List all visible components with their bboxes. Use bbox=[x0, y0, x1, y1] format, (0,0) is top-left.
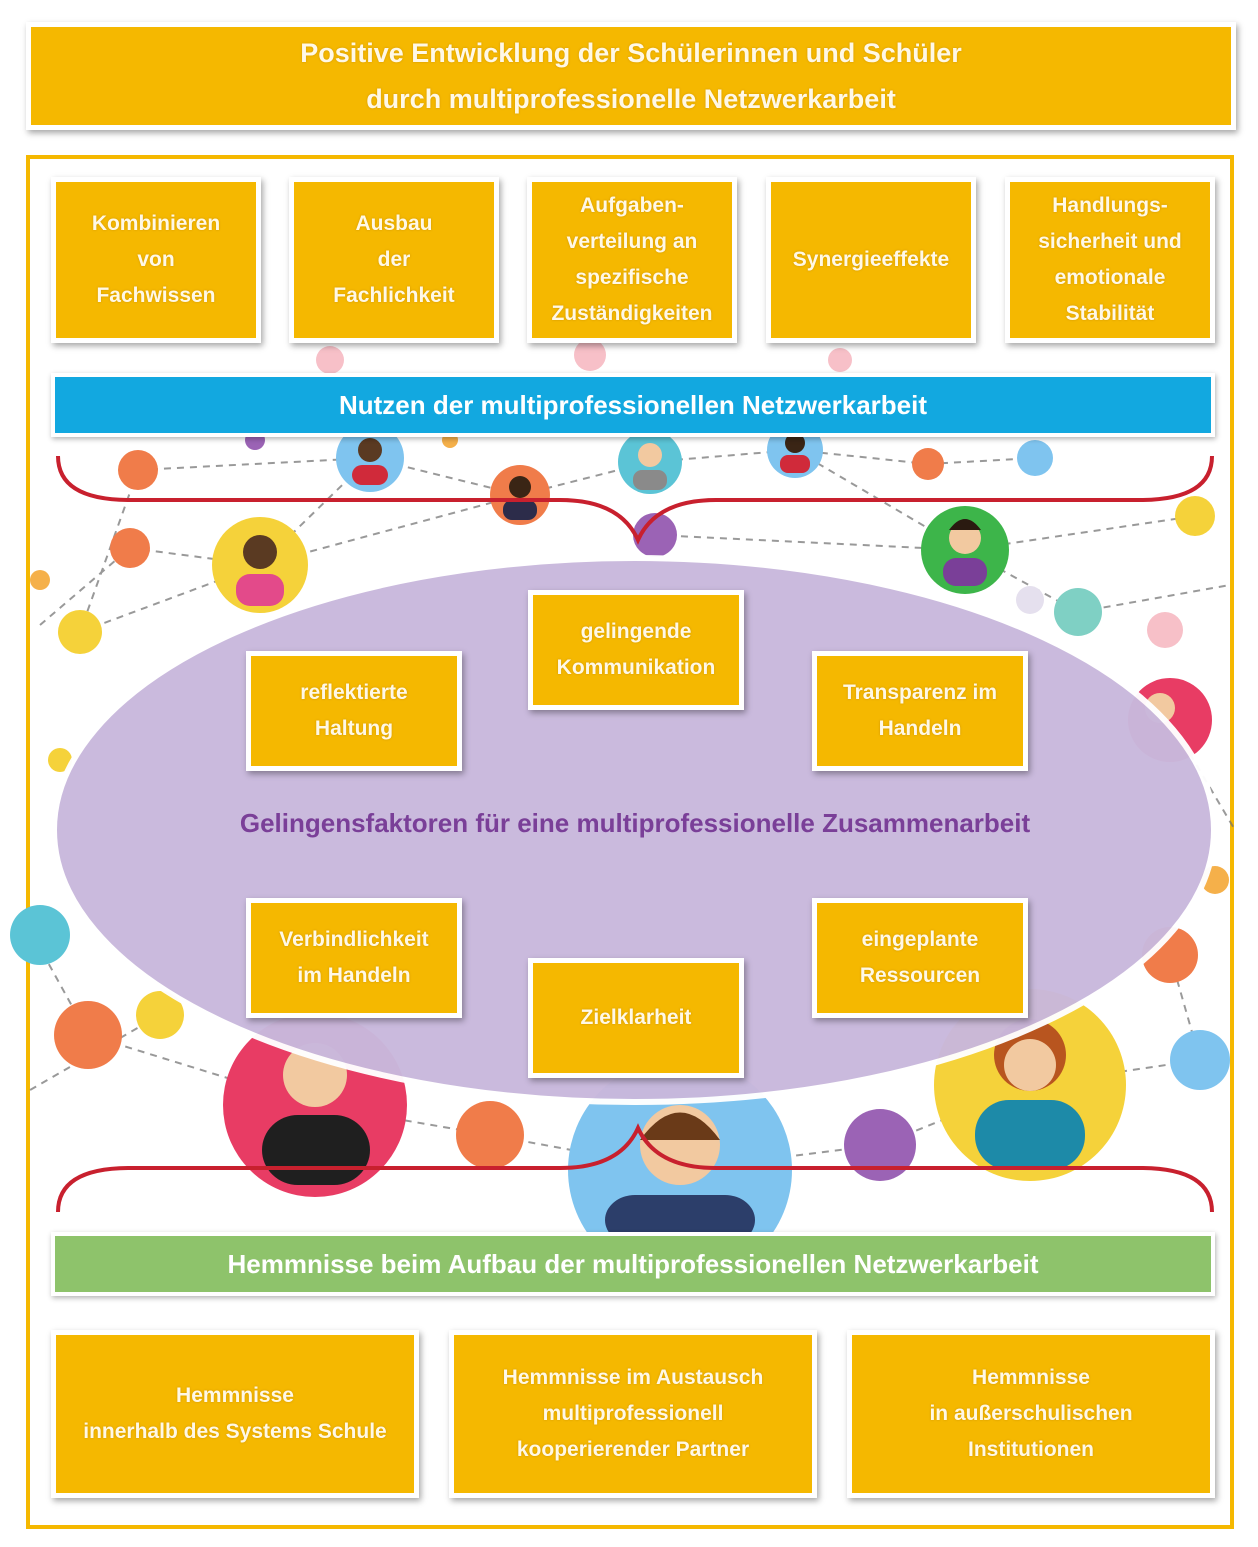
diagram-frame bbox=[26, 155, 1234, 1529]
factor-eingeplante-ressourcen: eingeplante Ressourcen bbox=[812, 898, 1028, 1018]
network-dots bbox=[10, 339, 1230, 1181]
nutzen-banner: Nutzen der multiprofessionellen Netzwerk… bbox=[51, 373, 1215, 437]
factor-transparenz-im-handeln: Transparenz im Handeln bbox=[812, 651, 1028, 771]
benefit-kombinieren-fachwissen: Kombinieren von Fachwissen bbox=[51, 177, 261, 343]
factor-verbindlichkeit-im-handeln: Verbindlichkeit im Handeln bbox=[246, 898, 462, 1018]
obstacle-system-schule: Hemmnisse innerhalb des Systems Schule bbox=[51, 1330, 419, 1498]
success-factors-title: Gelingensfaktoren für eine multiprofessi… bbox=[239, 808, 1031, 838]
benefit-ausbau-fachlichkeit: Ausbau der Fachlichkeit bbox=[289, 177, 499, 343]
benefit-handlungssicherheit: Handlungs- sicherheit und emotionale Sta… bbox=[1005, 177, 1215, 343]
benefit-aufgabenverteilung: Aufgaben- verteilung an spezifische Zust… bbox=[527, 177, 737, 343]
brace-bottom bbox=[56, 1123, 1214, 1213]
hemmnisse-banner: Hemmnisse beim Aufbau der multiprofessio… bbox=[51, 1232, 1215, 1296]
factor-gelingende-kommunikation: gelingende Kommunikation bbox=[528, 590, 744, 710]
factor-reflektierte-haltung: reflektierte Haltung bbox=[246, 651, 462, 771]
obstacle-austausch-partner: Hemmnisse im Austausch multiprofessionel… bbox=[449, 1330, 817, 1498]
obstacle-ausserschulische-institutionen: Hemmnisse in außerschulischen Institutio… bbox=[847, 1330, 1215, 1498]
brace-top bbox=[56, 455, 1214, 545]
factor-zielklarheit: Zielklarheit bbox=[528, 958, 744, 1078]
goal-header: Positive Entwicklung der Schülerinnen un… bbox=[26, 22, 1236, 130]
benefit-synergieeffekte: Synergieeffekte bbox=[766, 177, 976, 343]
